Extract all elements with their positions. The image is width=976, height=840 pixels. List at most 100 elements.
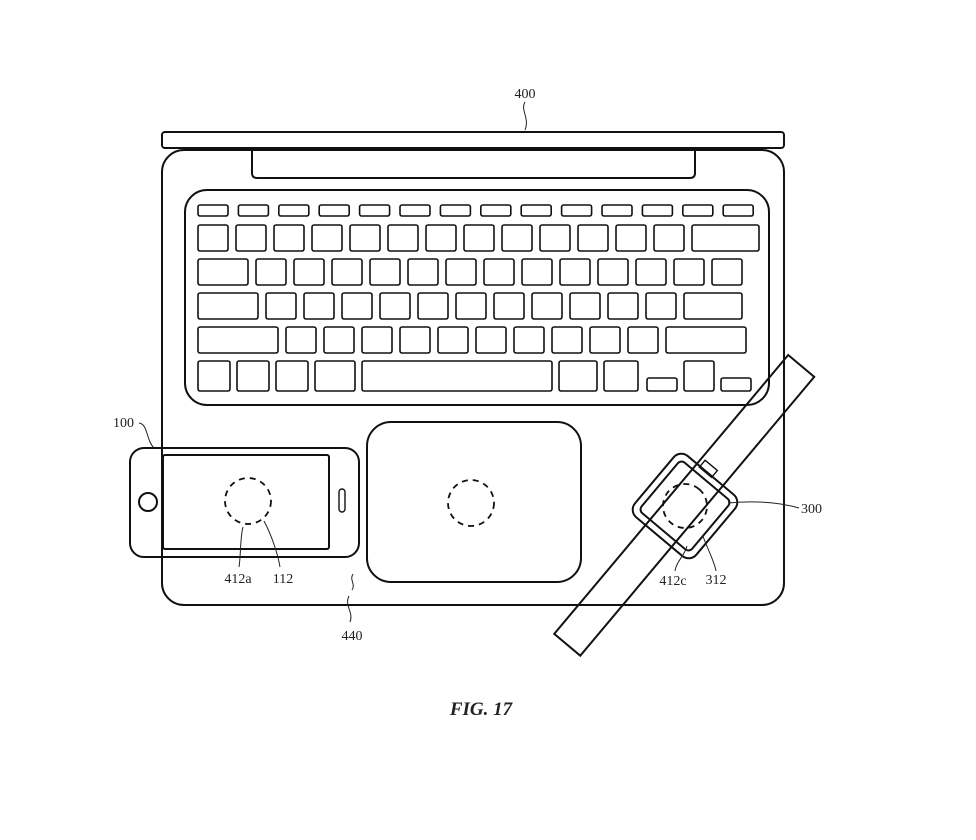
keyboard-key: [425, 224, 457, 252]
keyboard-key: [379, 292, 411, 320]
keyboard-key: [653, 224, 685, 252]
label-watch: 300: [801, 502, 822, 517]
keyboard-key: [683, 292, 743, 320]
keyboard-key: [437, 326, 469, 354]
keyboard-key: [314, 360, 356, 392]
keyboard-key: [711, 258, 743, 286]
phone: [129, 447, 360, 558]
keyboard-key: [589, 326, 621, 354]
label-watch-region: 412c: [659, 574, 686, 589]
keyboard-key: [475, 326, 507, 354]
keyboard-key: [577, 224, 609, 252]
keyboard-key: [683, 360, 715, 392]
keyboard-key: [691, 224, 760, 252]
keyboard-key: [521, 258, 553, 286]
keyboard-key: [560, 204, 593, 217]
keyboard-key: [627, 326, 659, 354]
keyboard-key: [235, 224, 267, 252]
keyboard-key: [673, 258, 705, 286]
speaker-icon: [338, 488, 346, 513]
keyboard-key: [645, 292, 677, 320]
keyboard-key: [255, 258, 287, 286]
keyboard-key: [323, 326, 355, 354]
keyboard-key: [455, 292, 487, 320]
label-palm-rest: 440: [342, 629, 363, 644]
watch-charging-region: [662, 483, 708, 529]
keyboard-key: [597, 258, 629, 286]
keyboard-key: [513, 326, 545, 354]
keyboard-key: [417, 292, 449, 320]
keyboard-key: [722, 204, 755, 217]
keyboard-key: [285, 326, 317, 354]
keyboard-key: [665, 326, 747, 354]
keyboard-key: [361, 360, 553, 392]
keyboard-key: [483, 258, 515, 286]
keyboard-key: [277, 204, 310, 217]
keyboard-key: [641, 204, 674, 217]
keyboard-key: [531, 292, 563, 320]
keyboard-key: [551, 326, 583, 354]
keyboard-key: [197, 258, 249, 286]
label-laptop: 400: [515, 87, 536, 102]
home-button-icon: [138, 492, 158, 512]
keyboard-key: [463, 224, 495, 252]
figure-caption: FIG. 17: [449, 699, 514, 720]
keyboard-key: [558, 360, 598, 392]
keyboard-key: [681, 204, 714, 217]
keyboard-key: [197, 204, 229, 217]
keyboard-keys: [197, 204, 760, 392]
keyboard-key: [197, 360, 231, 392]
keyboard-key: [445, 258, 477, 286]
keyboard-key: [349, 224, 381, 252]
keyboard-key: [197, 326, 279, 354]
trackpad-charging-region: [447, 479, 495, 527]
keyboard-key: [635, 258, 667, 286]
keyboard-key: [399, 326, 431, 354]
keyboard-key: [273, 224, 305, 252]
keyboard-key: [720, 377, 752, 392]
keyboard-key: [331, 258, 363, 286]
keyboard-key: [615, 224, 647, 252]
label-phone: 100: [113, 416, 134, 431]
laptop-lid: [161, 131, 785, 149]
keyboard-key: [387, 224, 419, 252]
keyboard-key: [479, 204, 512, 217]
keyboard-key: [265, 292, 297, 320]
keyboard: [184, 189, 770, 406]
leader-lines: [138, 101, 800, 623]
watch: [552, 353, 816, 658]
keyboard-key: [569, 292, 601, 320]
laptop-base: [161, 149, 785, 606]
keyboard-key: [361, 326, 393, 354]
reference-labels: 400 100 412a 112 440 412c 312 300: [113, 87, 822, 644]
keyboard-key: [601, 204, 633, 217]
keyboard-key: [197, 292, 259, 320]
label-phone-coil: 112: [273, 572, 293, 587]
keyboard-key: [318, 204, 351, 217]
keyboard-key: [237, 204, 270, 217]
keyboard-key: [603, 360, 639, 392]
keyboard-key: [369, 258, 401, 286]
keyboard-key: [407, 258, 439, 286]
label-watch-coil: 312: [706, 573, 727, 588]
keyboard-key: [439, 204, 472, 217]
keyboard-key: [539, 224, 571, 252]
keyboard-key: [399, 204, 431, 217]
keyboard-key: [501, 224, 533, 252]
keyboard-key: [236, 360, 270, 392]
label-phone-region: 412a: [224, 572, 252, 587]
keyboard-key: [275, 360, 309, 392]
keyboard-key: [646, 377, 678, 392]
keyboard-key: [303, 292, 335, 320]
keyboard-key: [311, 224, 343, 252]
phone-charging-region: [224, 477, 272, 525]
keyboard-key: [559, 258, 591, 286]
keyboard-key: [293, 258, 325, 286]
keyboard-key: [341, 292, 373, 320]
keyboard-key: [197, 224, 229, 252]
keyboard-key: [520, 204, 553, 217]
trackpad: [366, 421, 582, 583]
keyboard-key: [493, 292, 525, 320]
keyboard-key: [607, 292, 639, 320]
